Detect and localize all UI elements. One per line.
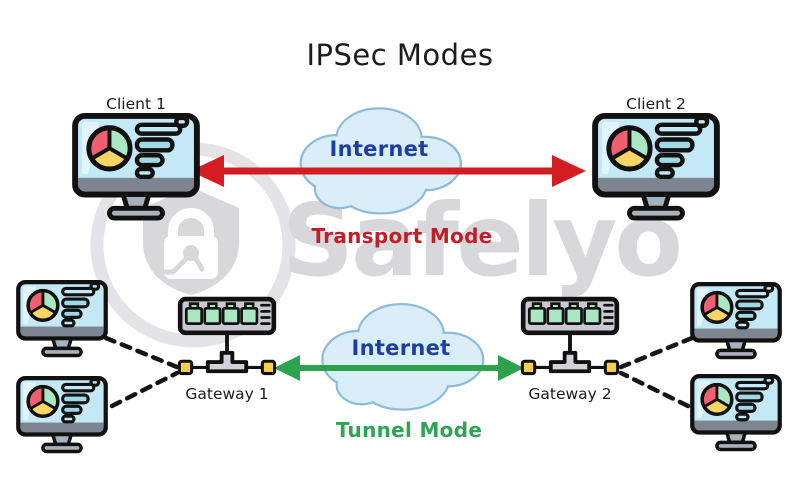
gateway1-label: Gateway 1 — [185, 385, 269, 403]
client1-monitor-icon — [72, 113, 200, 223]
workstation-monitor-icon — [16, 376, 108, 455]
tunnel-mode-label: Tunnel Mode — [335, 418, 483, 442]
client2-label: Client 2 — [626, 95, 686, 113]
gateway2-switch-icon — [520, 296, 620, 382]
gateway1-switch-icon — [177, 296, 277, 382]
internet-label-bottom: Internet — [351, 336, 451, 360]
page-title: IPSec Modes — [306, 38, 494, 72]
workstation-monitor-icon — [16, 280, 108, 359]
internet-label-top: Internet — [329, 137, 429, 161]
workstation-monitor-icon — [690, 282, 782, 361]
workstation-monitor-icon — [690, 374, 782, 453]
tunnel-mode-arrow — [274, 355, 524, 381]
client1-label: Client 1 — [106, 95, 166, 113]
gateway2-label: Gateway 2 — [528, 385, 612, 403]
transport-mode-arrow — [190, 155, 586, 187]
client2-monitor-icon — [592, 113, 720, 223]
transport-mode-label: Transport Mode — [311, 224, 493, 248]
